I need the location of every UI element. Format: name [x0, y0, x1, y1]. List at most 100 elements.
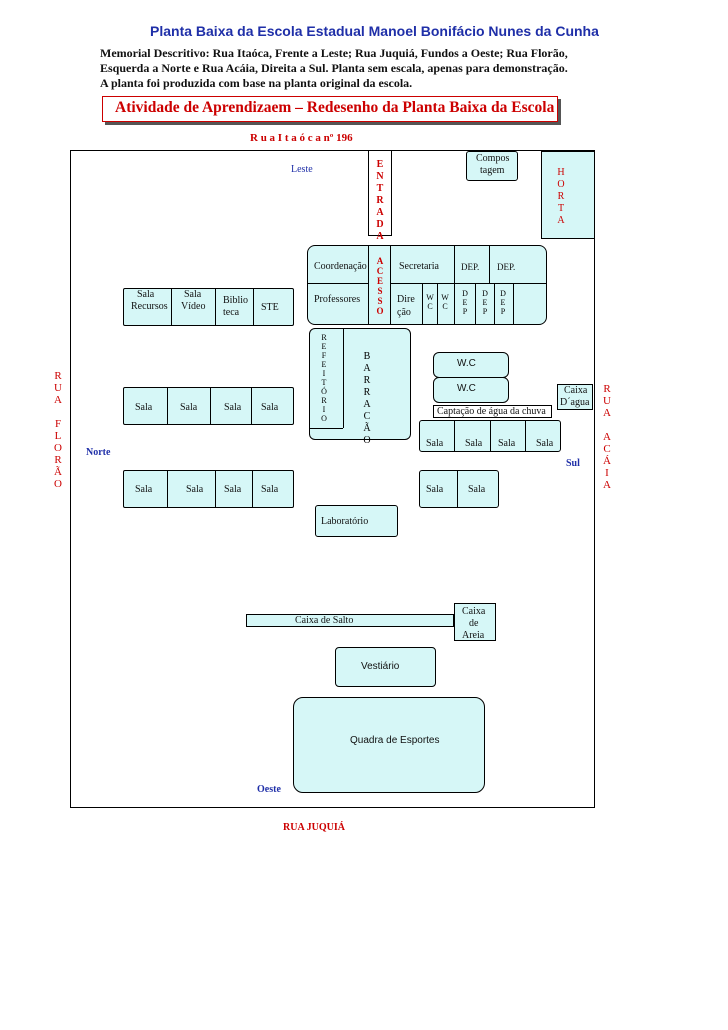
video-room-label: Sala: [184, 289, 202, 300]
jump-pit-label: Caixa de Salto: [295, 615, 354, 626]
sandbox: Caixa de Areia: [454, 603, 496, 641]
classroom-label: Sala: [498, 438, 516, 449]
laboratory-label: Laboratório: [321, 516, 369, 527]
wall: [390, 245, 391, 325]
direction-office-label: ção: [397, 307, 411, 318]
rooms-block-top: [123, 288, 294, 326]
wall: [368, 245, 369, 325]
coordination-label: Coordenação: [314, 261, 367, 272]
street-top-label: R u a I t a ó c a nº 196: [250, 132, 353, 144]
sandbox-label: Areia: [462, 630, 485, 641]
wall: [457, 470, 458, 508]
rooms-block-right-bottom: [419, 470, 499, 508]
wall: [215, 470, 216, 508]
wall: [422, 283, 423, 325]
locker-room: Vestiário: [335, 647, 436, 687]
direction-office-label: Dire: [397, 294, 415, 305]
classroom-label: Sala: [426, 484, 444, 495]
wall: [494, 283, 495, 325]
direction-east: Leste: [291, 164, 313, 175]
activity-banner: Atividade de Aprendizaem – Redesenho da …: [102, 96, 558, 122]
water-tank: Caixa D´agua: [557, 384, 593, 410]
activity-banner-text: Atividade de Aprendizaem – Redesenho da …: [115, 99, 555, 116]
direction-west: Oeste: [257, 784, 281, 795]
wall: [513, 283, 514, 325]
street-bottom-label: RUA JUQUIÁ: [283, 822, 345, 833]
sports-court: Quadra de Esportes: [293, 697, 485, 793]
wall: [309, 428, 343, 429]
memorial-line: Esquerda a Norte e Rua Acáia, Direita a …: [100, 61, 568, 75]
classroom-label: Sala: [180, 402, 198, 413]
wall: [251, 387, 252, 425]
wall: [253, 288, 254, 326]
rainwater-collection: Captação de água da chuva: [433, 405, 552, 418]
rooms-block-middle: [123, 387, 294, 425]
sandbox-label: de: [469, 618, 479, 629]
direction-south: Sul: [566, 458, 580, 469]
wall: [390, 283, 547, 284]
wall: [489, 245, 490, 283]
restroom: W.C: [433, 352, 509, 378]
teachers-label: Professores: [314, 294, 361, 305]
wall: [215, 288, 216, 326]
restroom-label: W.C: [457, 383, 476, 394]
wall: [252, 470, 253, 508]
classroom-label: Sala: [426, 438, 444, 449]
wall: [437, 283, 438, 325]
sports-court-label: Quadra de Esportes: [350, 735, 440, 746]
memorial-description: Memorial Descritivo: Rua Itaóca, Frente …: [100, 46, 640, 91]
wall: [525, 420, 526, 452]
classroom-label: Sala: [186, 484, 204, 495]
resource-room-label: Sala: [137, 289, 155, 300]
wall: [307, 283, 368, 284]
restroom-label: W.C: [457, 358, 476, 369]
classroom-label: Sala: [261, 402, 279, 413]
locker-room-label: Vestiário: [361, 661, 400, 672]
entrance: [368, 150, 392, 236]
library-label: teca: [223, 307, 240, 318]
restroom: W.C: [433, 377, 509, 403]
ste-label: STE: [261, 302, 279, 313]
laboratory: Laboratório: [315, 505, 398, 537]
rooms-block-bottom: [123, 470, 294, 508]
water-tank-label: Caixa: [564, 385, 588, 396]
wall: [454, 420, 455, 452]
compost-label: Compos: [476, 153, 510, 164]
classroom-label: Sala: [468, 484, 486, 495]
wall: [475, 283, 476, 325]
jump-pit: Caixa de Salto: [246, 614, 454, 627]
sandbox-label: Caixa: [462, 606, 486, 617]
wall: [343, 328, 344, 428]
memorial-line: A planta foi produzida com base na plant…: [100, 76, 413, 90]
classroom-label: Sala: [135, 402, 153, 413]
admin-block: [307, 245, 547, 325]
dep-label: DEP.: [497, 262, 516, 272]
library-label: Biblio: [223, 295, 249, 306]
wall: [167, 387, 168, 425]
wall: [171, 288, 172, 326]
classroom-label: Sala: [224, 402, 242, 413]
wall: [210, 387, 211, 425]
resource-room-label: Recursos: [131, 301, 168, 312]
wall: [490, 420, 491, 452]
garden: [541, 151, 595, 239]
compost-label: tagem: [480, 165, 505, 176]
classroom-label: Sala: [536, 438, 554, 449]
video-room-label: Vídeo: [181, 301, 206, 312]
water-tank-label: D´agua: [560, 397, 590, 408]
dep-label: DEP.: [461, 262, 480, 272]
site-boundary: [70, 150, 595, 808]
